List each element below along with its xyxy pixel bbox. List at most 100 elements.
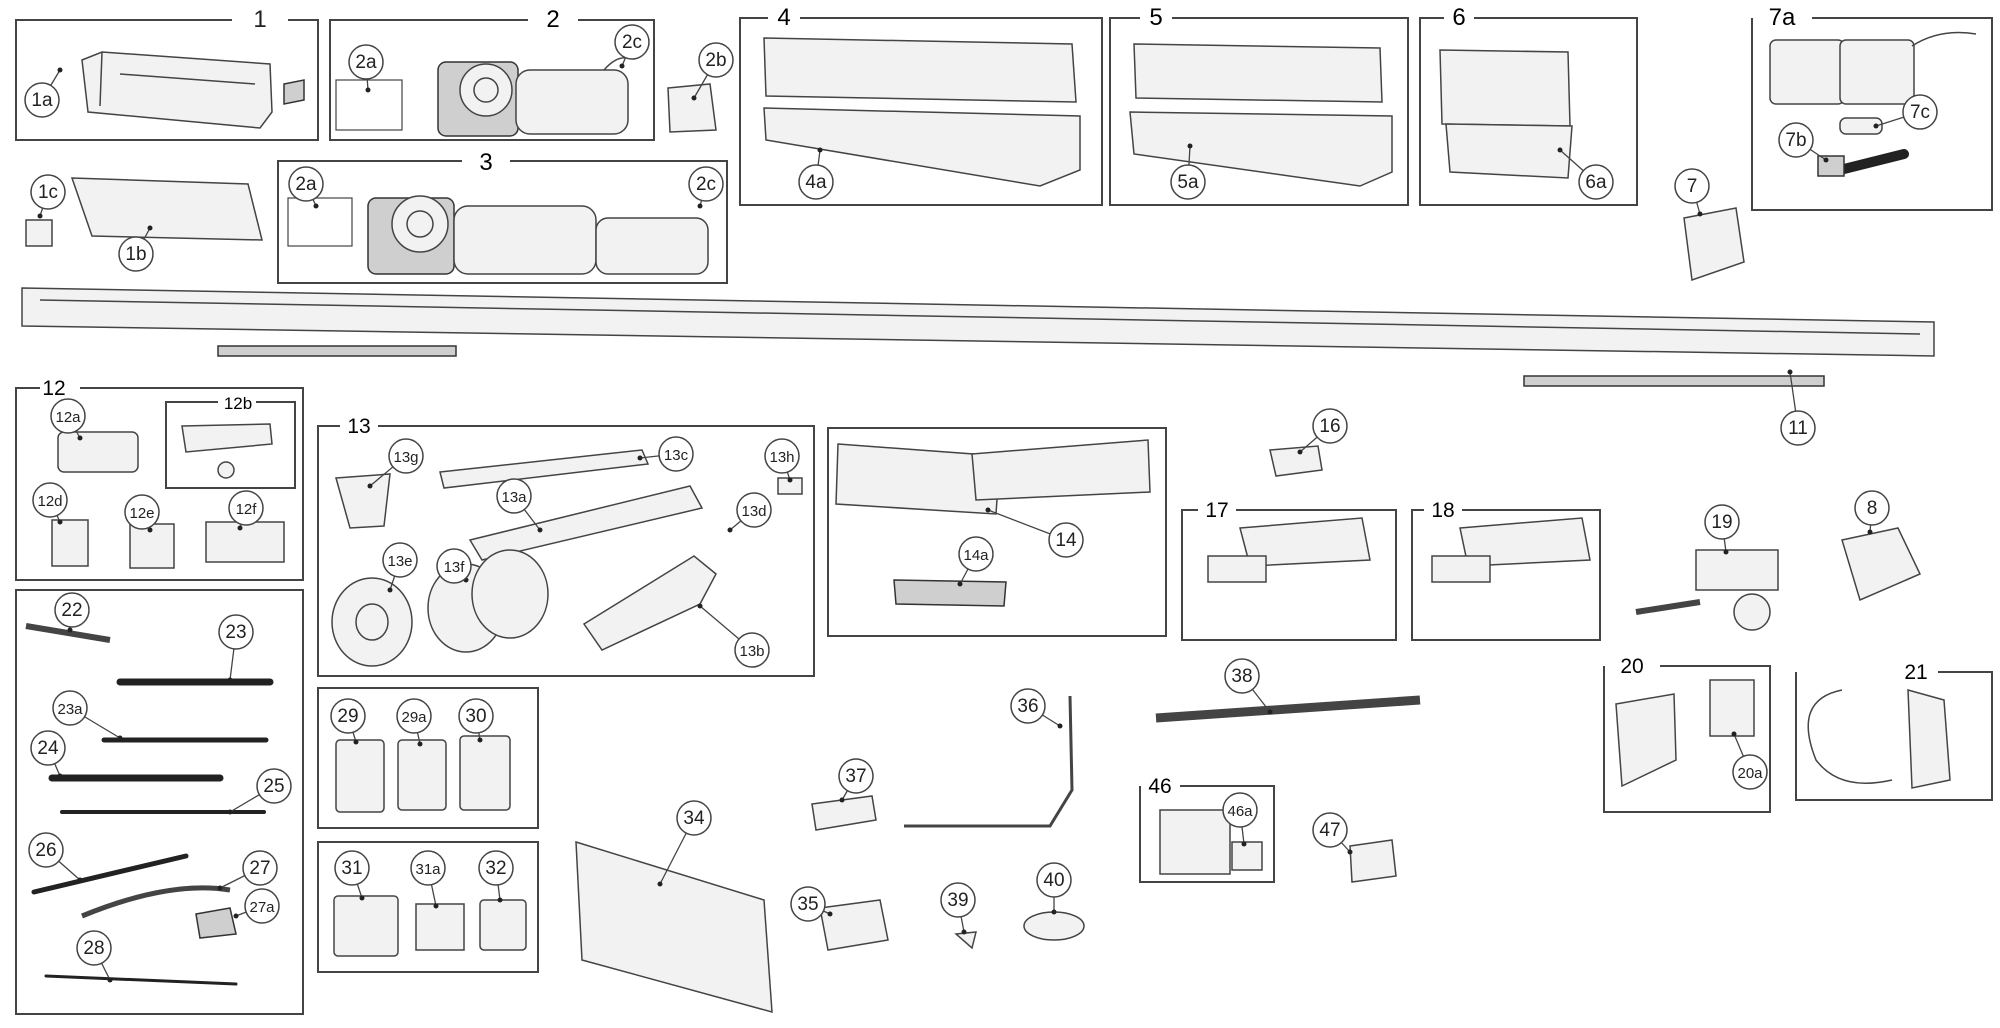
callout-39: 39	[940, 882, 976, 935]
box-5-title: 5	[1149, 4, 1162, 31]
callout-circle	[1170, 164, 1206, 200]
box-5: 5	[1109, 4, 1409, 206]
box-29-30	[317, 687, 539, 829]
part-36	[904, 695, 1074, 828]
part-14-right	[971, 439, 1151, 501]
callout-label: 46a	[1227, 803, 1253, 820]
callout-dot	[697, 203, 703, 209]
callout-circle	[256, 768, 292, 804]
callout-circle	[388, 438, 424, 474]
part-31a	[415, 903, 465, 951]
callout-13e: 13e	[382, 542, 418, 593]
part-35	[819, 899, 889, 951]
callout-dot	[1241, 841, 1247, 847]
callout-label: 13c	[664, 447, 689, 464]
callout-circle	[348, 44, 384, 80]
callout-dot	[477, 737, 483, 743]
callout-26: 26	[28, 832, 83, 883]
callout-circle	[436, 548, 472, 584]
callout-label: 38	[1231, 666, 1252, 687]
callout-circle	[1854, 490, 1890, 526]
callout-dot	[985, 507, 991, 513]
box-20: 20	[1603, 655, 1771, 813]
callout-label: 25	[263, 776, 284, 797]
callout-dot	[77, 877, 83, 883]
callout-label: 27a	[249, 899, 275, 916]
callout-7: 7	[1674, 168, 1710, 217]
box-31-32	[317, 841, 539, 973]
callout-7b: 7b	[1778, 122, 1829, 163]
box-6: 6	[1419, 4, 1638, 206]
callout-circle	[1036, 862, 1072, 898]
callout-13b: 13b	[697, 603, 770, 668]
part-22	[25, 623, 111, 643]
callout-label: 26	[35, 840, 56, 861]
part-32	[479, 899, 527, 951]
callout-11: 11	[1780, 369, 1816, 446]
callout-label: 28	[83, 938, 104, 959]
callout-circle	[50, 398, 86, 434]
callout-label: 16	[1319, 416, 1340, 437]
callout-label: 13g	[393, 449, 418, 466]
box-21: 21	[1795, 661, 1993, 801]
callout-dot	[233, 913, 239, 919]
callout-label: 32	[485, 858, 506, 879]
callout-14: 14	[985, 507, 1084, 558]
part-12a	[57, 431, 139, 473]
part-20	[1615, 693, 1677, 788]
callout-label: 22	[61, 600, 82, 621]
callout-circle	[940, 882, 976, 918]
box-3: 3	[277, 149, 728, 284]
callout-22: 22	[54, 592, 90, 633]
callout-circle	[30, 730, 66, 766]
box-20-title: 20	[1620, 655, 1643, 678]
callout-dot	[497, 897, 503, 903]
callout-1b: 1b	[118, 225, 154, 272]
box-13: 13	[317, 415, 815, 677]
box-1-title: 1	[253, 6, 266, 33]
part-1-housing	[81, 51, 305, 129]
callout-dot	[67, 627, 73, 633]
callout-dot	[1867, 529, 1873, 535]
callout-label: 40	[1043, 870, 1064, 891]
callout-20a: 20a	[1731, 731, 1768, 790]
callout-circle	[218, 614, 254, 650]
box-1: 1	[15, 6, 319, 141]
callout-dot	[691, 95, 697, 101]
part-17-clip	[1207, 555, 1267, 583]
box-12b: 12b	[165, 394, 296, 489]
callout-circle	[798, 164, 834, 200]
callout-2a: 2a	[348, 44, 384, 93]
callout-label: 13e	[387, 553, 412, 570]
box-3-title: 3	[479, 149, 492, 176]
callout-circle	[1222, 792, 1258, 828]
callout-label: 30	[465, 706, 486, 727]
part-40	[1023, 911, 1085, 941]
callout-circle	[410, 850, 446, 886]
callout-label: 37	[845, 766, 866, 787]
callout-32: 32	[478, 850, 514, 903]
part-2a-box	[335, 79, 403, 131]
callout-circle	[736, 492, 772, 528]
callout-dot	[387, 587, 393, 593]
callout-circle	[1780, 410, 1816, 446]
part-14-left	[835, 443, 1001, 515]
part-drawings	[21, 31, 1977, 1014]
box-12-title: 12	[42, 377, 65, 400]
part-13c	[439, 449, 650, 489]
callout-dot	[359, 895, 365, 901]
callout-circle	[658, 436, 694, 472]
callout-label: 29	[337, 706, 358, 727]
callout-38: 38	[1224, 658, 1273, 715]
callout-dot	[57, 519, 63, 525]
callout-circle	[1312, 408, 1348, 444]
callout-dot	[1347, 849, 1353, 855]
callout-dot	[817, 147, 823, 153]
callout-label: 1b	[125, 244, 146, 265]
callout-dot	[957, 581, 963, 587]
callout-12f: 12f	[228, 490, 264, 531]
part-29	[335, 739, 385, 813]
callout-dot	[217, 885, 223, 891]
